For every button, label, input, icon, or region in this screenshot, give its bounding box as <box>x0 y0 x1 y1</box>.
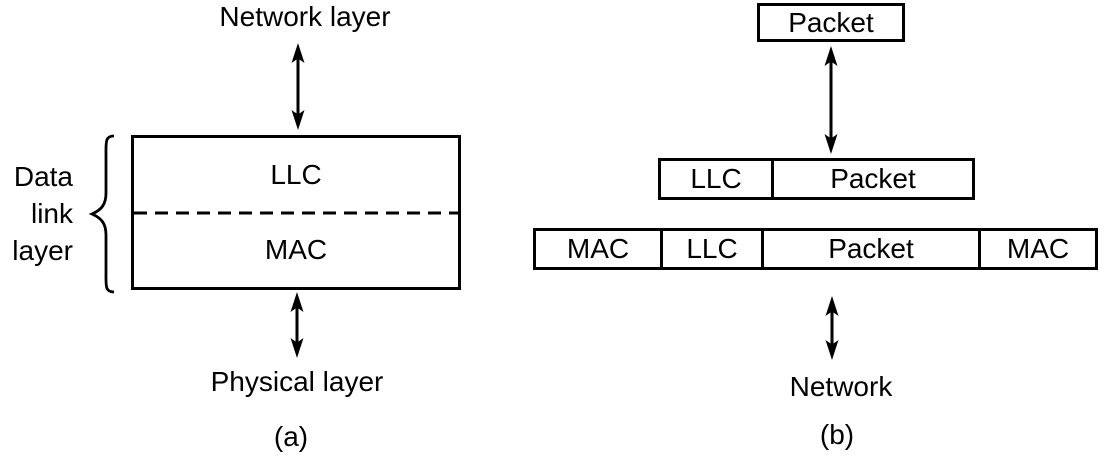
physical-layer-label: Physical layer <box>210 366 384 397</box>
bidirectional-arrow-icon <box>291 43 305 130</box>
bidirectional-arrow-icon <box>290 292 304 358</box>
brace-label-line: link <box>30 198 73 229</box>
brace-label-line: layer <box>12 235 73 266</box>
mac-sublayer-cell: MAC <box>264 233 328 265</box>
packet-box: Packet <box>757 3 905 42</box>
data-link-layer-brace-label: Data link layer <box>0 158 73 269</box>
mac-header-cell: MAC <box>566 233 630 264</box>
bidirectional-arrow-icon <box>825 296 839 360</box>
network-label: Network <box>789 371 893 402</box>
data-link-brace-icon <box>88 134 115 294</box>
packet-payload-cell: Packet <box>771 161 972 197</box>
mac-frame-row: MAC LLC Packet MAC <box>533 228 1098 270</box>
network-layer-label: Network layer <box>219 1 391 32</box>
brace-label-line: Data <box>13 161 73 192</box>
packet-payload-cell: Packet <box>761 231 978 267</box>
llc-header-cell: LLC <box>690 163 742 194</box>
llc-header-cell: LLC <box>660 231 761 267</box>
mac-trailer-cell: MAC <box>978 231 1095 267</box>
caption-b: (b) <box>819 419 855 450</box>
llc-sublayer-cell: LLC <box>270 159 322 191</box>
data-link-layer-box: LLC MAC <box>131 135 461 290</box>
packet-box-label: Packet <box>788 6 874 38</box>
bidirectional-arrow-icon <box>824 46 838 154</box>
caption-a: (a) <box>273 421 309 452</box>
llc-packet-row: LLC Packet <box>658 158 975 200</box>
llc-mac-dashed-divider <box>134 211 458 214</box>
